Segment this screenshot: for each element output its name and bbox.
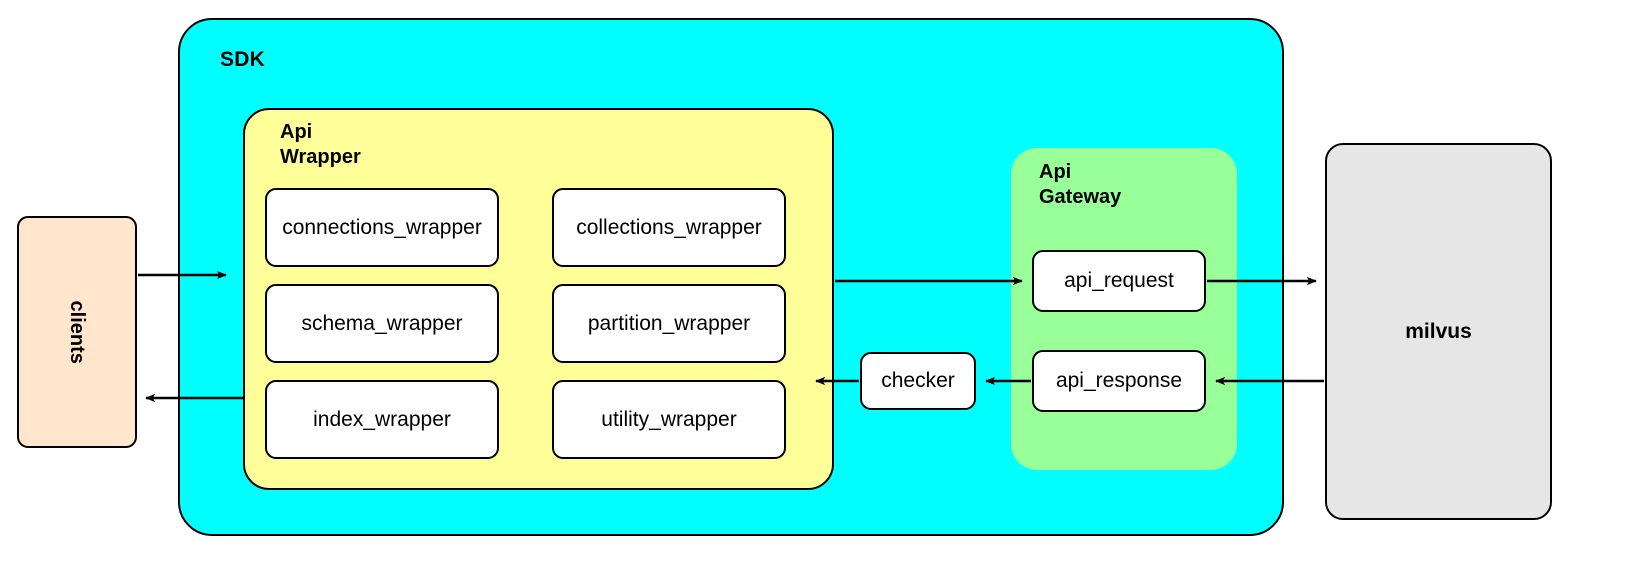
node-label: checker (881, 369, 955, 393)
api-gateway-label: Api Gateway (1039, 161, 1122, 208)
node-label: partition_wrapper (587, 311, 751, 335)
node-label: utility_wrapper (601, 407, 737, 431)
node-collections-wrapper[interactable]: collections_wrapper (552, 188, 786, 267)
node-schema-wrapper[interactable]: schema_wrapper (265, 284, 499, 363)
node-index-wrapper[interactable]: index_wrapper (265, 380, 499, 459)
sdk-label: SDK (220, 48, 265, 71)
node-api-request[interactable]: api_request (1032, 250, 1206, 312)
node-label: schema_wrapper (301, 311, 463, 335)
node-milvus[interactable]: milvus (1325, 143, 1552, 520)
node-partition-wrapper[interactable]: partition_wrapper (552, 284, 786, 363)
node-label: collections_wrapper (576, 215, 762, 239)
node-label: clients (66, 300, 89, 364)
node-utility-wrapper[interactable]: utility_wrapper (552, 380, 786, 459)
node-label: api_response (1055, 369, 1183, 393)
node-label: api_request (1064, 269, 1174, 293)
node-label: milvus (1405, 319, 1472, 343)
api-wrapper-label: Api Wrapper (280, 121, 361, 168)
node-label: connections_wrapper (282, 215, 482, 239)
node-label: index_wrapper (313, 407, 451, 431)
node-checker[interactable]: checker (860, 352, 976, 410)
node-clients[interactable]: clients (17, 216, 137, 448)
node-api-response[interactable]: api_response (1032, 350, 1206, 412)
node-connections-wrapper[interactable]: connections_wrapper (265, 188, 499, 267)
